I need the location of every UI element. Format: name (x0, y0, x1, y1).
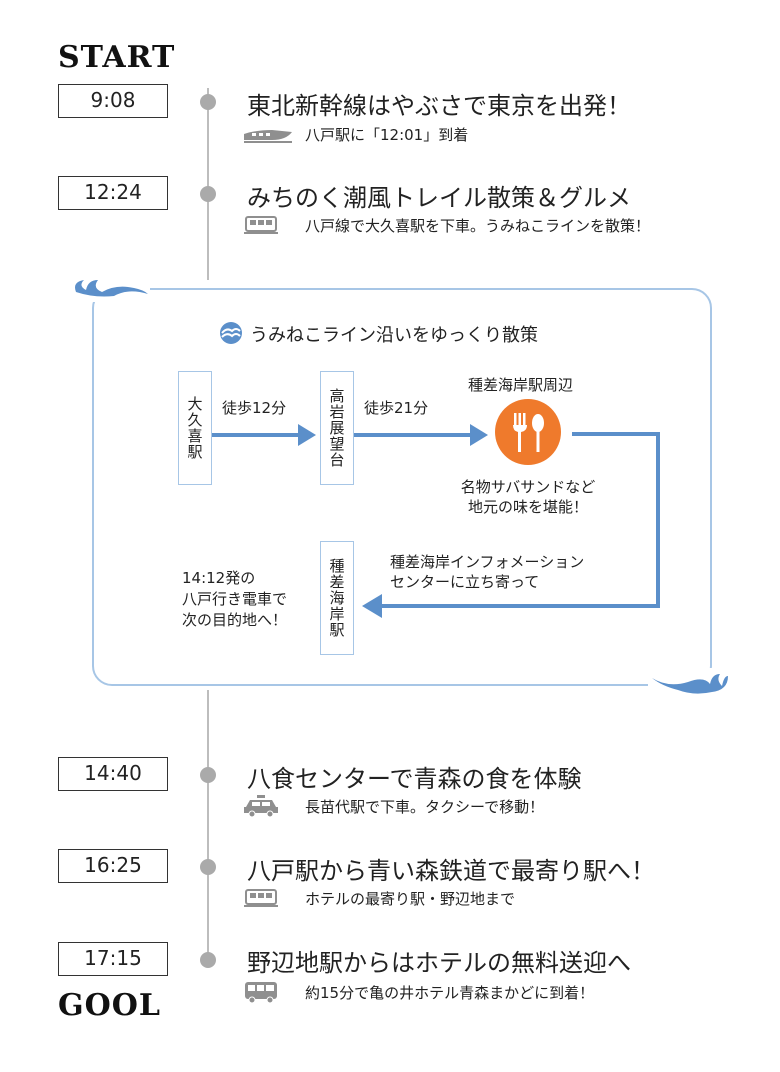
info-text: センターに立ち寄って (390, 573, 540, 591)
next-text: 14:12発の (182, 569, 256, 587)
taxi-icon (242, 794, 294, 818)
event-time: 14:40 (58, 757, 168, 791)
goal-label: GOOL (58, 988, 161, 1023)
station-box: 高岩展望台 (320, 371, 354, 485)
walk-time: 徒歩21分 (364, 399, 429, 417)
next-text: 八戸行き電車で (182, 590, 288, 608)
event-time: 17:15 (58, 942, 168, 976)
walk-time: 徒歩12分 (222, 399, 287, 417)
event-title: 東北新幹線はやぶさで東京を出発！ (247, 92, 631, 120)
event-note: 長苗代駅で下車。タクシーで移動！ (305, 798, 545, 816)
event-title: 八食センターで青森の食を体験 (247, 765, 582, 793)
event-time: 12:24 (58, 176, 168, 210)
train-icon (242, 214, 294, 236)
detail-heading: うみねこライン沿いをゆっくり散策 (250, 325, 538, 346)
station-box: 大久喜駅 (178, 371, 212, 485)
detail-box (92, 288, 712, 686)
food-text: 地元の味を堪能！ (467, 498, 588, 516)
start-label: START (58, 40, 176, 75)
next-text: 次の目的地へ！ (182, 611, 288, 629)
wave-icon (648, 668, 730, 702)
timeline-dot (200, 94, 216, 110)
shinkansen-icon (242, 124, 294, 146)
area-label: 種差海岸駅周辺 (468, 376, 574, 394)
bus-icon (242, 980, 294, 1004)
timeline-dot (200, 859, 216, 875)
wave-icon (218, 321, 244, 345)
station-box: 種差海岸駅 (320, 541, 354, 655)
timeline-line-bottom (207, 690, 209, 960)
event-note: 約15分で亀の井ホテル青森まかどに到着！ (305, 984, 595, 1002)
event-title: 八戸駅から青い森鉄道で最寄り駅へ！ (247, 857, 655, 885)
fork-spoon-icon (494, 398, 562, 466)
event-title: 野辺地駅からはホテルの無料送迎へ (247, 949, 631, 977)
event-time: 9:08 (58, 84, 168, 118)
info-text: 種差海岸インフォメーション (390, 553, 585, 571)
wave-icon (70, 272, 150, 306)
event-note: 八戸駅に「12:01」到着 (305, 126, 469, 144)
event-title: みちのく潮風トレイル散策＆グルメ (247, 184, 631, 212)
timeline-dot (200, 186, 216, 202)
timeline-dot (200, 767, 216, 783)
timeline-dot (200, 952, 216, 968)
event-note: ホテルの最寄り駅・野辺地まで (305, 890, 516, 908)
event-note: 八戸線で大久喜駅を下車。うみねこラインを散策！ (305, 217, 651, 235)
food-text: 名物サバサンドなど (460, 478, 596, 496)
train-icon (242, 887, 294, 909)
timeline-line-top (207, 88, 209, 280)
event-time: 16:25 (58, 849, 168, 883)
